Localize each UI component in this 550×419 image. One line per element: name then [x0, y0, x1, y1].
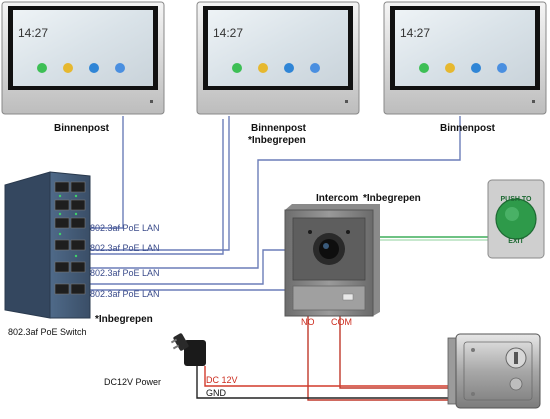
monitor-caption-1: Binnenpost — [54, 123, 110, 134]
dc-wire — [204, 366, 450, 387]
no-label: NO — [301, 317, 315, 327]
exit-button-icon — [487, 179, 545, 259]
switch-note: *Inbegrepen — [95, 314, 153, 325]
port-label-1: 802.3af PoE LAN — [90, 223, 160, 233]
lan-cable-monitor-1 — [88, 116, 124, 229]
port-label-3: 802.3af PoE LAN — [90, 268, 160, 278]
intercom-camera-icon — [284, 204, 380, 317]
lan-cable-monitor-3 — [88, 116, 461, 269]
port-label-4: 802.3af PoE LAN — [90, 289, 160, 299]
com-label: COM — [331, 317, 352, 327]
switch-caption: 802.3af PoE Switch — [8, 327, 87, 337]
intercom-note: *Inbegrepen — [363, 193, 421, 204]
monitor-time: 14:27 — [400, 26, 430, 40]
monitor-caption-2: Binnenpost — [251, 123, 307, 134]
lan-cable-intercom — [88, 249, 285, 285]
monitor-note-2: *Inbegrepen — [248, 135, 306, 146]
monitor-2: 14:27 — [196, 1, 360, 115]
exit-top-text: PUSH TO — [501, 196, 533, 203]
gnd-wire — [196, 366, 450, 399]
lan-cables — [88, 116, 461, 291]
no-wire — [307, 312, 450, 401]
poe-switch-icon — [4, 171, 91, 319]
com-wire — [339, 312, 450, 389]
monitor-icon — [1, 1, 165, 115]
electric-lock-icon — [447, 333, 541, 409]
intercom-caption: Intercom — [316, 193, 358, 204]
monitor-time: 14:27 — [18, 26, 48, 40]
port-label-2: 802.3af PoE LAN — [90, 243, 160, 253]
monitor-3: 14:27 — [383, 1, 547, 115]
monitor-time: 14:27 — [213, 26, 243, 40]
adapter-icon — [170, 333, 206, 366]
gnd-label: GND — [206, 388, 227, 398]
monitor-icon — [383, 1, 547, 115]
lan-cable-monitor-2b — [88, 119, 224, 255]
exit-bottom-text: EXIT — [508, 238, 524, 245]
lan-cable-monitor-2 — [88, 116, 230, 251]
monitor-1: 14:27 — [1, 1, 165, 115]
power-caption: DC12V Power — [104, 377, 161, 387]
monitor-icon — [196, 1, 360, 115]
monitor-caption-3: Binnenpost — [440, 123, 496, 134]
dc-label: DC 12V — [206, 375, 238, 385]
